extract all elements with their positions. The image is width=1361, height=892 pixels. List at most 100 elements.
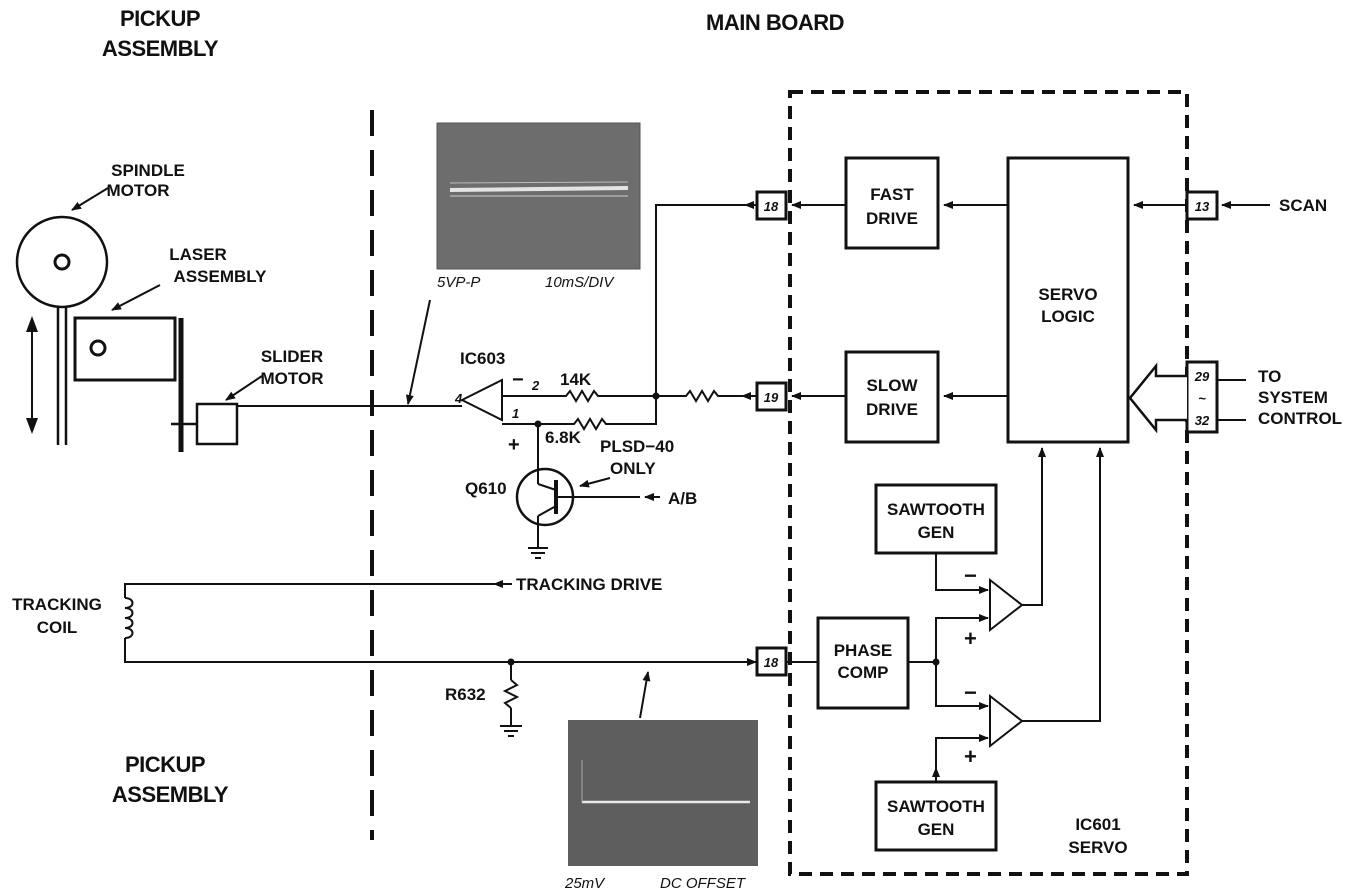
ab-signal-label: A/B	[668, 489, 697, 508]
r632-resistor	[500, 659, 522, 737]
svg-text:MOTOR: MOTOR	[107, 181, 170, 200]
r-14k-resistor	[502, 391, 656, 401]
r632-label: R632	[445, 685, 486, 704]
svg-text:CONTROL: CONTROL	[1258, 409, 1342, 428]
ic603-pin-minus: 2	[531, 378, 540, 393]
pin-19: 19	[757, 383, 786, 410]
svg-text:~: ~	[1198, 391, 1206, 406]
scope-bottom-note: DC OFFSET	[660, 875, 747, 892]
system-control-label: TO SYSTEM CONTROL	[1258, 367, 1342, 428]
svg-text:SERVO: SERVO	[1068, 838, 1127, 857]
svg-text:GEN: GEN	[918, 523, 955, 542]
scope-top-timebase: 10mS/DIV	[545, 274, 615, 291]
comp-top-minus: −	[964, 563, 977, 588]
svg-text:LOGIC: LOGIC	[1041, 307, 1095, 326]
system-bus-arrow	[1130, 366, 1187, 430]
q610-label: Q610	[465, 479, 507, 498]
input-resistor	[656, 391, 742, 401]
laser-pointer-arrow	[112, 285, 160, 310]
spindle-pointer-arrow	[72, 188, 108, 210]
svg-text:TRACKING: TRACKING	[12, 595, 102, 614]
svg-text:SERVO: SERVO	[1038, 285, 1097, 304]
laser-assembly	[75, 318, 175, 380]
servo-logic-block: SERVO LOGIC	[1008, 158, 1128, 442]
svg-text:COMP: COMP	[838, 663, 889, 682]
svg-text:COIL: COIL	[37, 618, 78, 637]
svg-text:PICKUP: PICKUP	[125, 752, 205, 777]
comparator-bottom	[990, 696, 1022, 746]
r-14k-label: 14K	[560, 370, 592, 389]
svg-text:18: 18	[764, 655, 779, 670]
comp-top-plus: +	[964, 626, 977, 651]
tracking-drive-label: TRACKING DRIVE	[516, 575, 662, 594]
plsd-pointer-arrow	[580, 478, 610, 486]
svg-text:LASER: LASER	[169, 245, 227, 264]
svg-text:ONLY: ONLY	[610, 459, 656, 478]
svg-text:FAST: FAST	[870, 185, 914, 204]
pin-18-bottom: 18	[757, 648, 786, 675]
r-6-8k-label: 6.8K	[545, 428, 582, 447]
svg-text:ASSEMBLY: ASSEMBLY	[174, 267, 268, 286]
svg-text:DRIVE: DRIVE	[866, 400, 918, 419]
svg-text:PICKUP: PICKUP	[120, 6, 200, 31]
svg-text:SPINDLE: SPINDLE	[111, 161, 185, 180]
pickup-assembly-header-bottom: PICKUP ASSEMBLY	[112, 752, 229, 807]
laser-assembly-label: LASER ASSEMBLY	[169, 245, 267, 286]
svg-text:19: 19	[764, 390, 779, 405]
ic603-minus-sign: −	[512, 369, 524, 391]
svg-text:ASSEMBLY: ASSEMBLY	[102, 36, 219, 61]
svg-text:GEN: GEN	[918, 820, 955, 839]
pin-13: 13	[1187, 192, 1217, 219]
ic603-opamp	[462, 380, 502, 420]
svg-text:SYSTEM: SYSTEM	[1258, 388, 1328, 407]
ic603-pin-out: 4	[454, 391, 463, 406]
slider-motor	[197, 404, 237, 444]
ic603-pin-plus: 1	[512, 406, 519, 421]
svg-text:TO: TO	[1258, 367, 1281, 386]
svg-text:SAWTOOTH: SAWTOOTH	[887, 797, 985, 816]
comparator-top	[990, 580, 1022, 630]
pin-29-32-bus: 29 ~ 32	[1187, 362, 1217, 432]
pickup-assembly-header-top: PICKUP ASSEMBLY	[102, 6, 219, 61]
svg-text:IC601: IC601	[1075, 815, 1120, 834]
svg-text:DRIVE: DRIVE	[866, 209, 918, 228]
r-6-8k-resistor	[502, 396, 656, 429]
svg-text:PHASE: PHASE	[834, 641, 893, 660]
comp-top-output	[1022, 450, 1042, 605]
comp-bottom-plus: +	[964, 744, 977, 769]
ic603-label: IC603	[460, 349, 505, 368]
svg-text:13: 13	[1195, 199, 1210, 214]
ic603-plus-sign: +	[508, 434, 520, 456]
tracking-coil-label: TRACKING COIL	[12, 595, 102, 637]
tracking-coil	[125, 584, 753, 662]
scope-bottom-pointer	[640, 672, 648, 718]
fast-drive-block: FAST DRIVE	[846, 158, 938, 248]
main-board-header: MAIN BOARD	[706, 10, 844, 35]
svg-text:MOTOR: MOTOR	[261, 369, 324, 388]
scope-top-volts: 5VP-P	[437, 274, 480, 291]
sawtooth-gen-bottom: SAWTOOTH GEN	[876, 782, 996, 850]
slider-motor-label: SLIDER MOTOR	[261, 347, 324, 388]
svg-text:PLSD−40: PLSD−40	[600, 437, 674, 456]
slider-pointer-arrow	[226, 376, 262, 400]
plsd-label: PLSD−40 ONLY	[600, 437, 674, 478]
scope-top-photo	[437, 123, 640, 269]
fast-drive-wire	[656, 205, 756, 396]
phase-comp-block: PHASE COMP	[818, 618, 908, 708]
svg-text:18: 18	[764, 199, 779, 214]
svg-text:SLOW: SLOW	[867, 376, 919, 395]
comp-bottom-output	[1022, 450, 1100, 721]
slow-drive-block: SLOW DRIVE	[846, 352, 938, 442]
svg-text:29: 29	[1194, 369, 1210, 384]
scope-top-pointer	[408, 300, 430, 404]
scan-label: SCAN	[1279, 196, 1327, 215]
scope-bottom-volts: 25mV	[564, 875, 606, 892]
ic601-label: IC601 SERVO	[1068, 815, 1127, 857]
spindle-motor-label: SPINDLE MOTOR	[107, 161, 185, 200]
travel-double-arrow	[26, 316, 38, 434]
svg-text:ASSEMBLY: ASSEMBLY	[112, 782, 229, 807]
sawtooth-gen-top: SAWTOOTH GEN	[876, 485, 996, 553]
svg-text:32: 32	[1195, 413, 1210, 428]
pin-18-top: 18	[757, 192, 786, 219]
